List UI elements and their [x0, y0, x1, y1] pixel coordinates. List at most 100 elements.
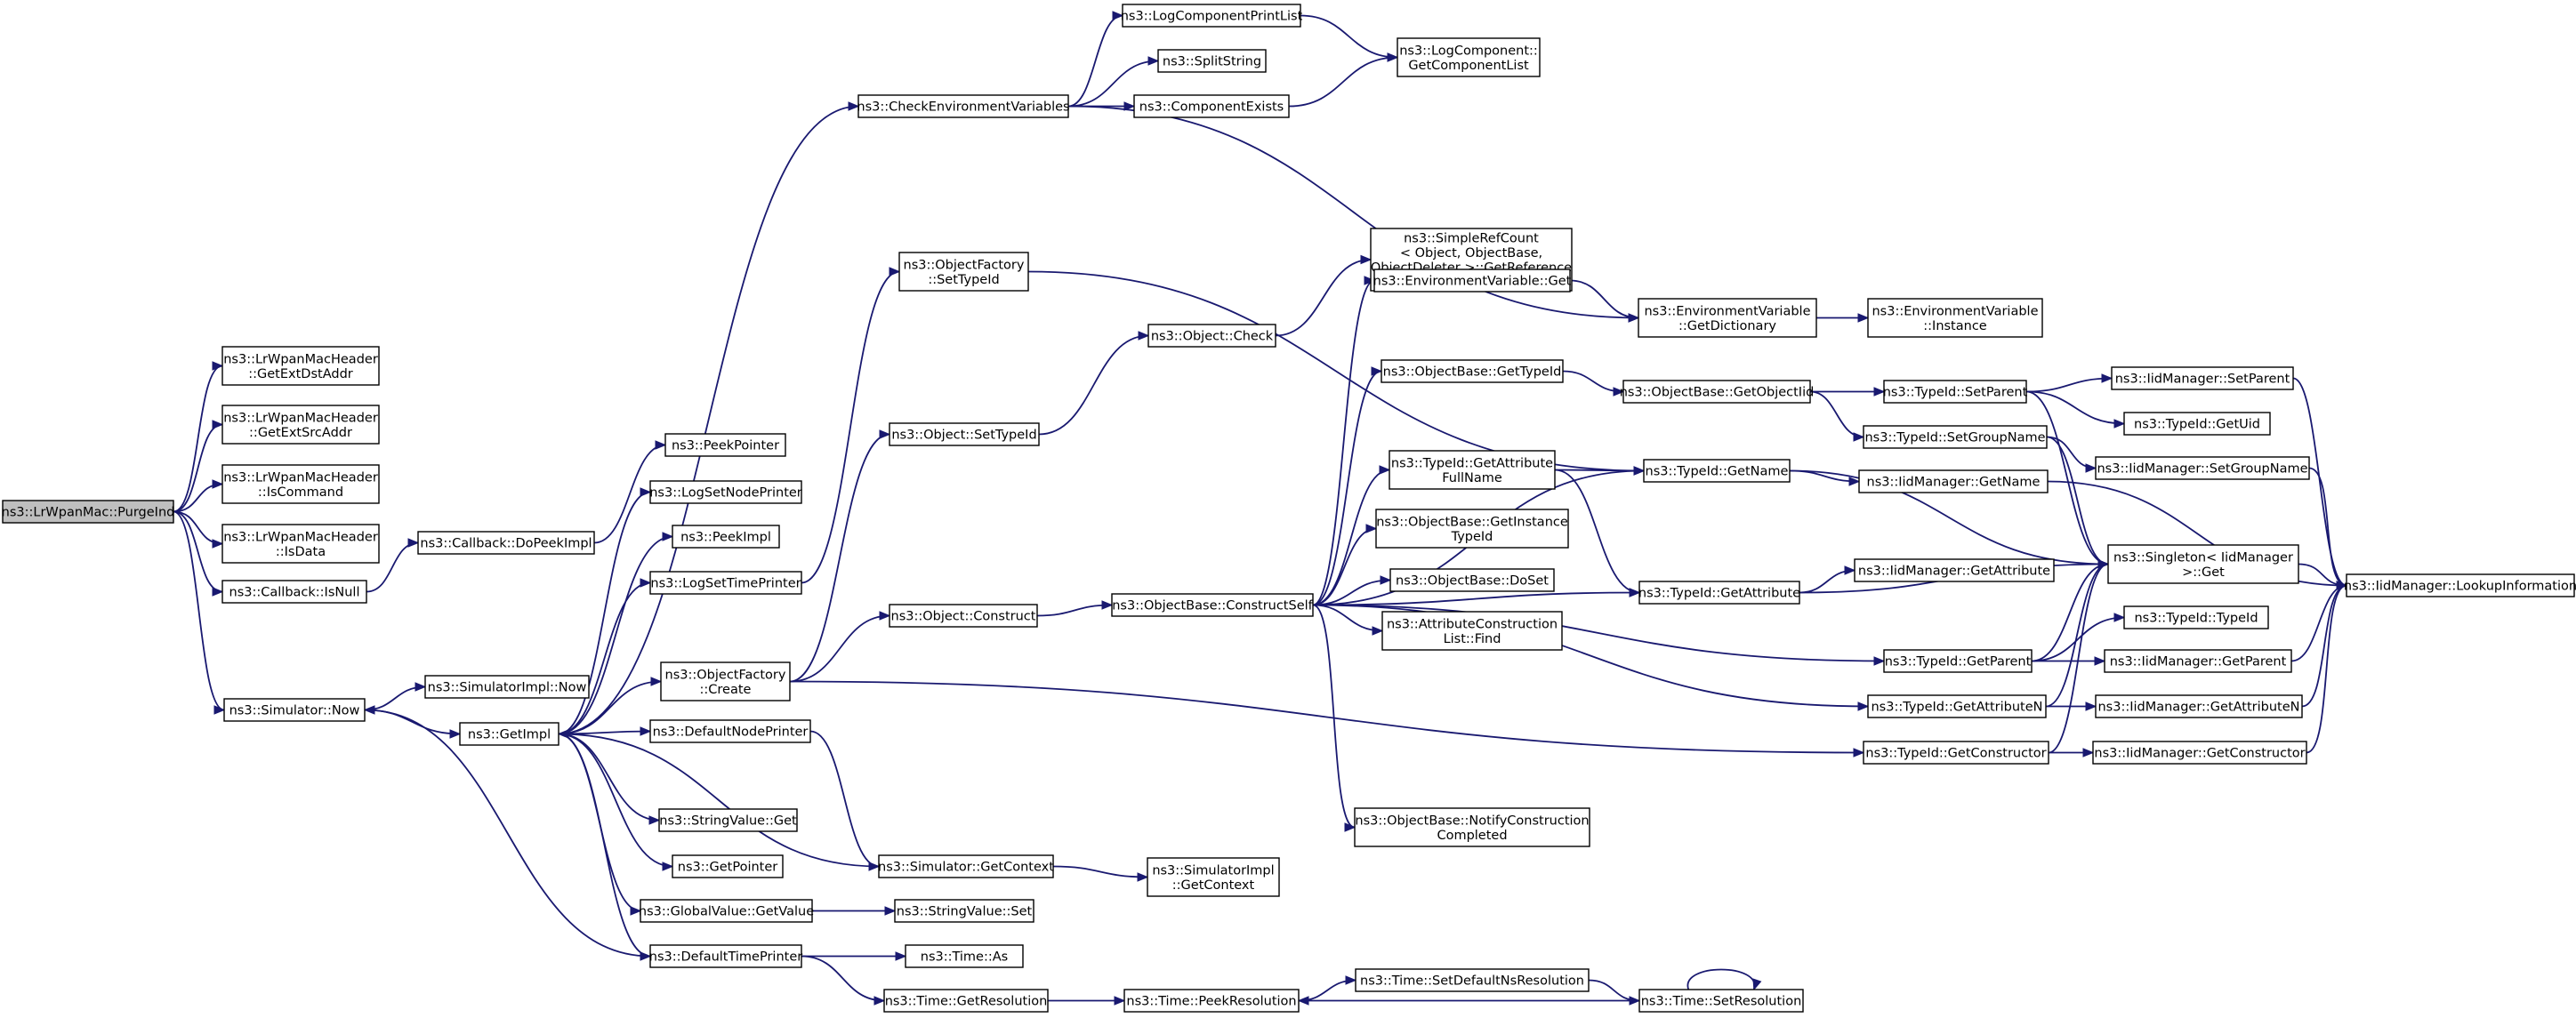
- node-strset[interactable]: ns3::StringValue::Set: [894, 899, 1034, 923]
- node-simctx[interactable]: ns3::Simulator::GetContext: [878, 854, 1054, 878]
- edge-tidgafn-to-tidgetattr: [1554, 469, 1640, 594]
- edge-tidgetattrn-to-singleton: [2045, 563, 2109, 708]
- node-defnode[interactable]: ns3::DefaultNodePrinter: [649, 719, 811, 743]
- node-tidgetname[interactable]: ns3::TypeId::GetName: [1643, 459, 1791, 483]
- node-box: [1867, 694, 2047, 718]
- node-iidsetparent[interactable]: ns3::IidManager::SetParent: [2111, 366, 2294, 390]
- edge-simctx-to-simimplctx: [1052, 865, 1148, 878]
- node-iidgetattr[interactable]: ns3::IidManager::GetAttribute: [1854, 558, 2055, 582]
- node-box: [1622, 380, 1811, 404]
- node-logsettime[interactable]: ns3::LogSetTimePrinter: [649, 571, 802, 595]
- node-label: ns3::TypeId::GetConstructor: [1865, 747, 2046, 761]
- node-objcheck[interactable]: ns3::Object::Check: [1147, 324, 1276, 348]
- node-isnull[interactable]: ns3::Callback::IsNull: [221, 580, 367, 604]
- edge-getimpl-to-logsettime: [558, 581, 651, 735]
- node-iscmd[interactable]: ns3::LrWpanMacHeader::IsCommand: [221, 464, 380, 504]
- node-objsettid[interactable]: ns3::Object::SetTypeId: [889, 422, 1040, 446]
- arrowhead: [1853, 748, 1865, 757]
- node-extdst[interactable]: ns3::LrWpanMacHeader::GetExtDstAddr: [221, 346, 380, 386]
- node-iidgetattrn[interactable]: ns3::IidManager::GetAttributeN: [2095, 694, 2303, 718]
- node-box: [1854, 558, 2055, 582]
- node-envget[interactable]: ns3::EnvironmentVariable::Get: [1373, 269, 1572, 293]
- node-singleton[interactable]: ns3::Singleton< IidManager >::Get: [2107, 544, 2299, 584]
- node-getcomplist[interactable]: ns3::LogComponent::GetComponentList: [1397, 37, 1541, 77]
- node-setres[interactable]: ns3::Time::SetResolution: [1638, 989, 1804, 1013]
- node-tidsetparent[interactable]: ns3::TypeId::SetParent: [1883, 380, 2028, 404]
- node-label: ::GetExtDstAddr: [248, 367, 353, 381]
- node-peekimpl[interactable]: ns3::PeekImpl: [672, 525, 780, 549]
- arrowhead: [648, 815, 661, 825]
- node-tidgetuid[interactable]: ns3::TypeId::GetUid: [2123, 412, 2271, 436]
- node-box: [649, 571, 802, 595]
- node-getimpl[interactable]: ns3::GetImpl: [459, 722, 559, 746]
- node-tidgetattrn[interactable]: ns3::TypeId::GetAttributeN: [1867, 694, 2047, 718]
- node-tidgetctor[interactable]: ns3::TypeId::GetConstructor: [1863, 741, 2049, 765]
- node-iidsetgroup[interactable]: ns3::IidManager::SetGroupName: [2095, 456, 2310, 480]
- node-label: ns3::TypeId::GetAttribute: [1638, 587, 1800, 601]
- node-box: [1858, 469, 2049, 493]
- node-tidsetgroup[interactable]: ns3::TypeId::SetGroupName: [1863, 425, 2048, 449]
- node-timeas[interactable]: ns3::Time::As: [905, 944, 1024, 968]
- node-iidgetparent[interactable]: ns3::IidManager::GetParent: [2104, 649, 2292, 673]
- node-strget[interactable]: ns3::StringValue::Get: [658, 808, 798, 832]
- node-box: [889, 422, 1040, 446]
- arrowhead: [640, 487, 652, 497]
- node-logcpl[interactable]: ns3::LogComponentPrintList: [1121, 4, 1303, 28]
- node-label: ns3::IidManager::GetName: [1867, 476, 2041, 490]
- node-gvget[interactable]: ns3::GlobalValue::GetValue: [639, 899, 814, 923]
- node-getptr[interactable]: ns3::GetPointer: [672, 854, 784, 878]
- node-setdefns[interactable]: ns3::Time::SetDefaultNsResolution: [1355, 968, 1590, 992]
- edge-deftime-to-timegetres: [801, 955, 885, 1002]
- node-timegetres[interactable]: ns3::Time::GetResolution: [883, 989, 1049, 1013]
- node-label: ns3::LogComponentPrintList: [1121, 10, 1303, 24]
- node-split[interactable]: ns3::SplitString: [1157, 49, 1267, 73]
- node-purge[interactable]: ns3::LrWpanMac::PurgeInd: [2, 500, 175, 524]
- node-simimplctx[interactable]: ns3::SimulatorImpl::GetContext: [1147, 857, 1280, 897]
- node-peekres[interactable]: ns3::Time::PeekResolution: [1123, 989, 1300, 1013]
- node-compexists[interactable]: ns3::ComponentExists: [1133, 94, 1290, 118]
- node-box: [1381, 359, 1564, 383]
- node-logsetnode[interactable]: ns3::LogSetNodePrinter: [649, 480, 802, 504]
- node-peekptr[interactable]: ns3::PeekPointer: [664, 433, 786, 457]
- node-box: [1122, 4, 1301, 28]
- node-box: [2092, 741, 2307, 765]
- node-iidgetname[interactable]: ns3::IidManager::GetName: [1858, 469, 2049, 493]
- node-extsrc[interactable]: ns3::LrWpanMacHeader::GetExtSrcAddr: [221, 405, 380, 445]
- node-label: ns3::LrWpanMacHeader: [223, 411, 378, 425]
- node-iidgetctor[interactable]: ns3::IidManager::GetConstructor: [2092, 741, 2307, 765]
- node-objconstruct[interactable]: ns3::Object::Construct: [889, 604, 1038, 628]
- node-box: [898, 252, 1029, 292]
- node-simnow[interactable]: ns3::Simulator::Now: [223, 698, 366, 722]
- arrowhead: [1147, 56, 1160, 66]
- node-isdata[interactable]: ns3::LrWpanMacHeader::IsData: [221, 524, 380, 564]
- node-label: ns3::IidManager::GetAttributeN: [2097, 701, 2299, 715]
- node-obdoset[interactable]: ns3::ObjectBase::DoSet: [1389, 568, 1555, 592]
- node-deftime[interactable]: ns3::DefaultTimePrinter: [649, 944, 802, 968]
- node-iidlookup[interactable]: ns3::IidManager::LookupInformation: [2344, 573, 2576, 597]
- node-ofcreate[interactable]: ns3::ObjectFactory::Create: [660, 661, 791, 701]
- node-envinst[interactable]: ns3::EnvironmentVariable::Instance: [1867, 298, 2043, 338]
- edge-checkenv-to-split: [1067, 60, 1159, 108]
- node-tidtypeid[interactable]: ns3::TypeId::TypeId: [2123, 605, 2269, 629]
- node-tidgetparent[interactable]: ns3::TypeId::GetParent: [1883, 649, 2033, 673]
- node-obgetoiid[interactable]: ns3::ObjectBase::GetObjectIid: [1620, 380, 1815, 404]
- node-obnotify[interactable]: ns3::ObjectBase::NotifyConstructionCompl…: [1354, 807, 1590, 847]
- node-oftypeid[interactable]: ns3::ObjectFactory::SetTypeId: [898, 252, 1029, 292]
- node-construct[interactable]: ns3::ObjectBase::ConstructSelf: [1111, 593, 1314, 617]
- arrowhead: [655, 440, 667, 450]
- node-simimplnow[interactable]: ns3::SimulatorImpl::Now: [424, 675, 590, 699]
- node-box: [1157, 49, 1267, 73]
- node-tidgetattr[interactable]: ns3::TypeId::GetAttribute: [1638, 581, 1800, 605]
- node-box: [424, 675, 590, 699]
- node-label: List::Find: [1444, 632, 1501, 646]
- node-obgettid[interactable]: ns3::ObjectBase::GetTypeId: [1381, 359, 1564, 383]
- node-dopeek[interactable]: ns3::Callback::DoPeekImpl: [417, 531, 595, 555]
- arrowhead: [1345, 975, 1357, 985]
- node-checkenv[interactable]: ns3::CheckEnvironmentVariables: [857, 94, 1070, 118]
- edge-checkenv-to-logcpl: [1067, 14, 1123, 108]
- node-box: [1111, 593, 1314, 617]
- node-envdict[interactable]: ns3::EnvironmentVariable::GetDictionary: [1638, 298, 1817, 338]
